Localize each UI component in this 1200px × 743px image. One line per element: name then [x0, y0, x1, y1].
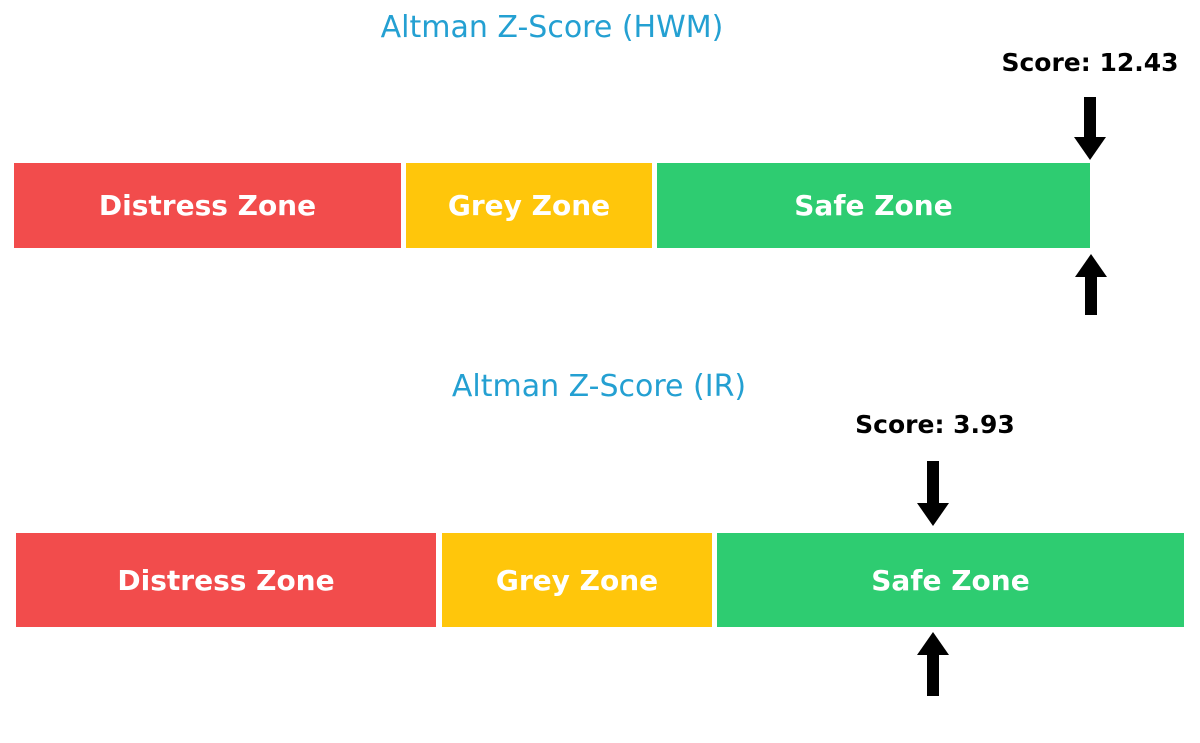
chart-hwm-score-annotation: Score: 12.43 — [1001, 48, 1179, 77]
arrow-shaft — [927, 461, 939, 503]
down-arrow-icon — [917, 461, 949, 526]
safe-zone-segment: Safe Zone — [657, 163, 1090, 248]
grey-zone-label: Grey Zone — [495, 563, 659, 597]
up-arrow-icon — [917, 632, 949, 696]
chart-hwm-title: Altman Z-Score (HWM) — [380, 10, 724, 45]
distress-zone-segment: Distress Zone — [14, 163, 401, 248]
arrow-head — [917, 503, 949, 526]
grey-zone-segment: Grey Zone — [406, 163, 652, 248]
safe-zone-label: Safe Zone — [871, 563, 1030, 597]
distress-zone-label: Distress Zone — [98, 189, 317, 222]
chart-ir-score-annotation: Score: 3.93 — [855, 410, 1015, 439]
arrow-shaft — [927, 655, 939, 696]
arrow-head — [917, 632, 949, 655]
distress-zone-label: Distress Zone — [117, 563, 335, 597]
grey-zone-segment: Grey Zone — [442, 533, 712, 627]
distress-zone-segment: Distress Zone — [16, 533, 436, 627]
safe-zone-label: Safe Zone — [794, 189, 953, 222]
arrow-head — [1075, 254, 1107, 277]
safe-zone-segment: Safe Zone — [717, 533, 1184, 627]
arrow-shaft — [1084, 97, 1096, 137]
down-arrow-icon — [1074, 97, 1106, 160]
grey-zone-label: Grey Zone — [447, 189, 611, 222]
arrow-shaft — [1085, 277, 1097, 315]
arrow-head — [1074, 137, 1106, 160]
chart-ir-title: Altman Z-Score (IR) — [451, 369, 747, 404]
up-arrow-icon — [1075, 254, 1107, 315]
